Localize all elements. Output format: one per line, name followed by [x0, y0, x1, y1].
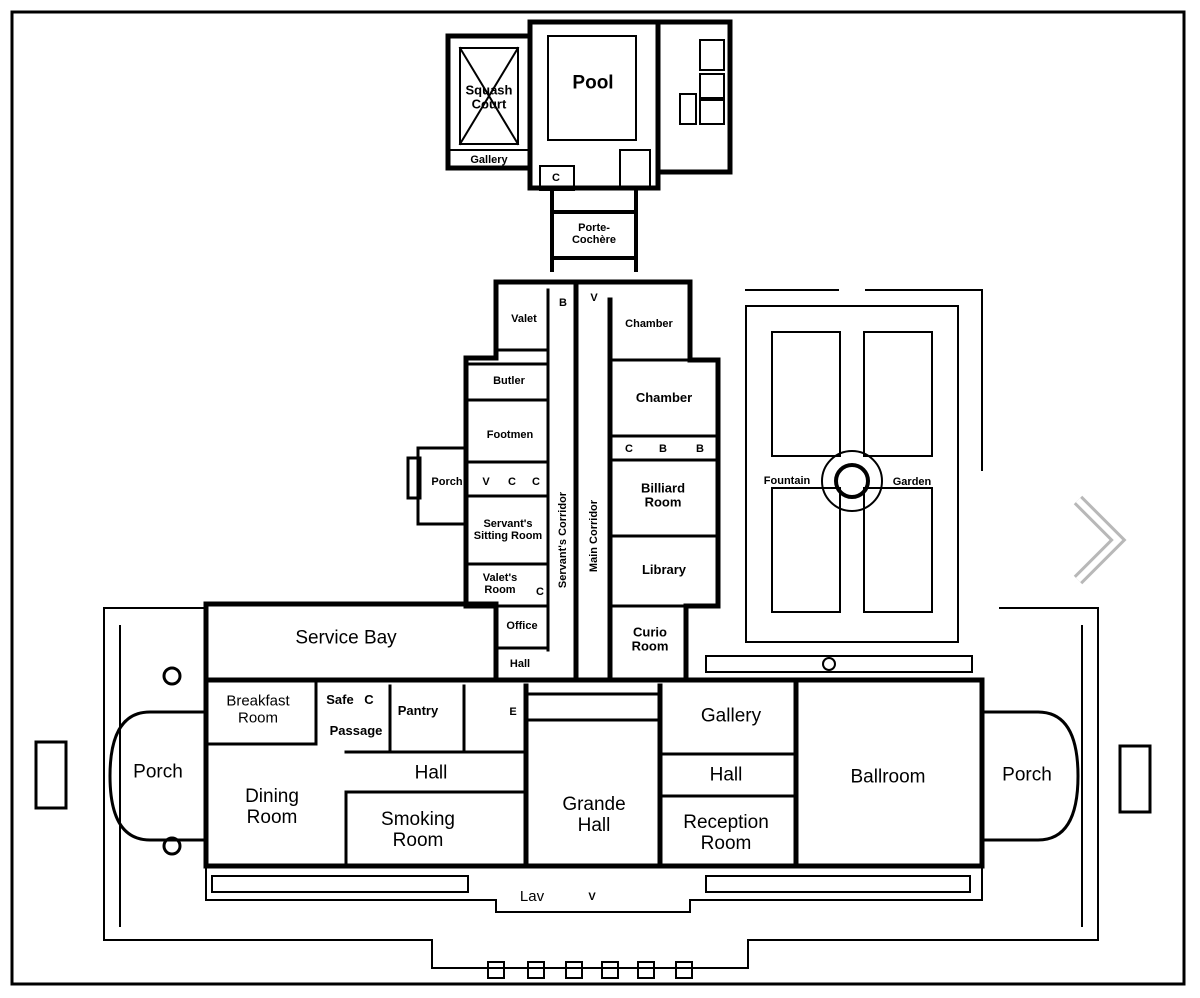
grande-hall-label: Grande Hall: [562, 794, 626, 836]
chamber-2-label: Chamber: [635, 389, 693, 405]
north-wing-walls: [464, 288, 720, 652]
dining-room-label: Dining Room: [245, 786, 299, 828]
v1-label: V: [590, 291, 598, 304]
servants-sitting-room-label: Servant's Sitting Room: [473, 517, 543, 542]
hall-right-label: Hall: [709, 764, 743, 786]
right-porch: [980, 710, 1152, 842]
butler-label: Butler: [493, 374, 525, 387]
passage-label: Passage: [329, 722, 383, 738]
ballroom-label: Ballroom: [850, 766, 926, 788]
chamber-1-label: Chamber: [625, 317, 673, 330]
b1-label: B: [559, 296, 567, 309]
valet-label: Valet: [511, 312, 537, 325]
v2-label: V: [482, 475, 490, 488]
c4-label: C: [536, 585, 544, 598]
v3-label: V: [588, 890, 596, 903]
c2-label: C: [532, 475, 540, 488]
service-bay-label: Service Bay: [295, 627, 397, 649]
footmen-label: Footmen: [486, 428, 534, 441]
b2-label: B: [659, 442, 667, 455]
hall-left-label: Hall: [414, 762, 448, 784]
safe-label: Safe: [326, 691, 354, 707]
porte-cochere-link: [550, 190, 638, 272]
gallery-top-label: Gallery: [470, 153, 508, 166]
left-porch: [34, 666, 208, 856]
terrace: [103, 607, 1099, 969]
c-top-label: C: [552, 171, 560, 184]
main-corridor-label: Main Corridor: [587, 499, 600, 573]
gallery-label: Gallery: [700, 705, 762, 727]
billiard-room-label: Billiard Room: [640, 480, 686, 510]
porch-right-label: Porch: [1002, 764, 1052, 786]
pantry-label: Pantry: [397, 702, 439, 718]
pool-label: Pool: [572, 72, 614, 94]
servants-corridor-label: Servant's Corridor: [556, 491, 569, 589]
main-block-walls: [204, 678, 798, 868]
curio-room-label: Curio Room: [631, 624, 669, 654]
fountain-label: Fountain: [763, 474, 811, 487]
entrance-columns: [487, 961, 693, 979]
valets-room-label: Valet's Room: [482, 571, 518, 596]
porte-cochere-label: Porte-Cochère: [571, 221, 617, 246]
next-arrow-icon[interactable]: [1068, 492, 1132, 588]
servant-porch: [406, 446, 468, 526]
garden-label: Garden: [892, 475, 932, 488]
e1-label: E: [509, 705, 517, 718]
breakfast-room-label: Breakfast Room: [226, 692, 290, 726]
library-label: Library: [641, 561, 687, 577]
c5-label: C: [364, 691, 374, 707]
c1-label: C: [508, 475, 516, 488]
c3-label: C: [625, 442, 633, 455]
b3-label: B: [696, 442, 704, 455]
porch-left-label: Porch: [133, 761, 183, 783]
porch-small-label: Porch: [431, 475, 463, 488]
reception-room-label: Reception Room: [683, 812, 769, 854]
pool-wing: [445, 19, 733, 191]
hall-small-label: Hall: [509, 657, 531, 670]
office-label: Office: [506, 619, 538, 632]
squash-court-label: Squash Court: [465, 82, 513, 112]
lav-label: Lav: [519, 887, 545, 905]
page-frame: [10, 10, 1186, 986]
garden: [705, 289, 983, 673]
pool-wing-detail: [447, 35, 725, 191]
smoking-room-label: Smoking Room: [381, 809, 455, 851]
